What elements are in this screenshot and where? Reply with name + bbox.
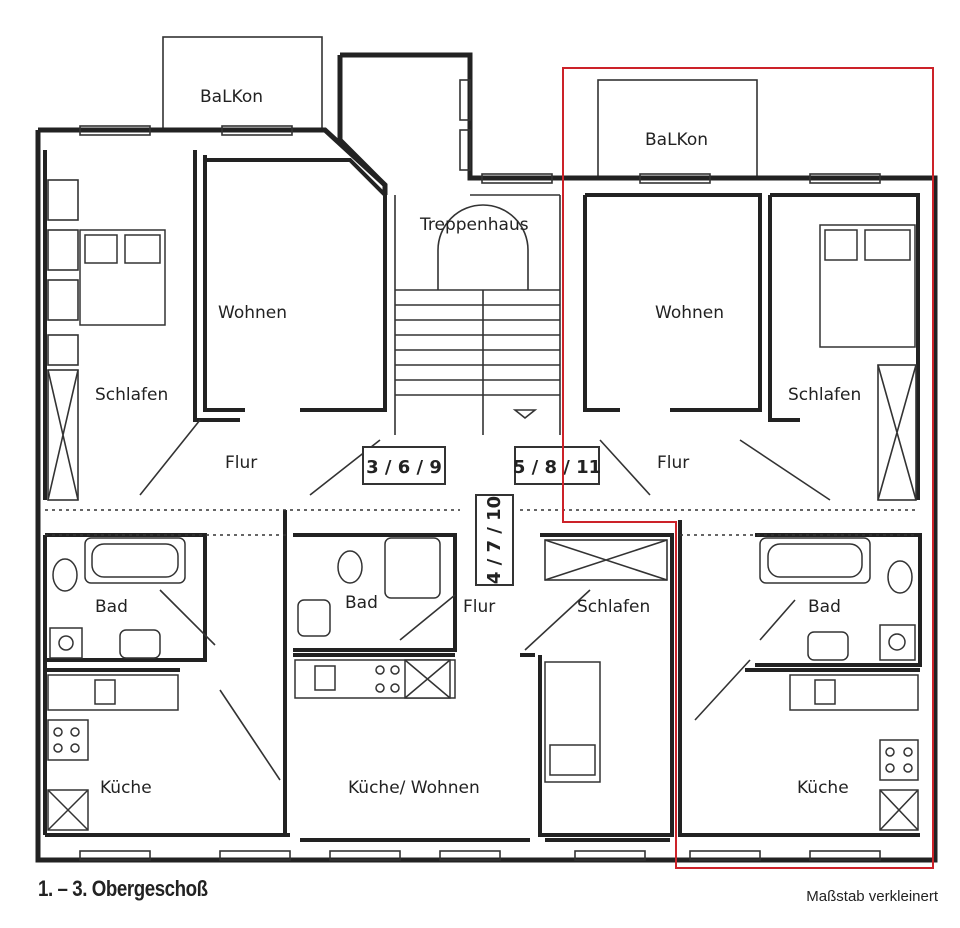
label-balkon-right: BaLKon xyxy=(645,130,708,150)
label-flur-right: Flur xyxy=(657,453,689,473)
scale-note: Maßstab verkleinert xyxy=(806,888,938,905)
label-schlafen-right: Schlafen xyxy=(788,385,861,405)
label-wohnen-left: Wohnen xyxy=(218,303,287,323)
svg-text:4 / 7 / 10: 4 / 7 / 10 xyxy=(484,496,505,584)
label-schlafen-middle: Schlafen xyxy=(577,597,650,617)
label-flur-middle: Flur xyxy=(463,597,495,617)
door-swings xyxy=(139,419,831,781)
label-treppenhaus: Treppenhaus xyxy=(419,215,529,235)
balcony-right xyxy=(597,79,758,179)
label-flur-left: Flur xyxy=(225,453,257,473)
apartment-number-right: 5 / 8 / 11 xyxy=(513,446,601,485)
apartment-number-left: 3 / 6 / 9 xyxy=(362,446,446,485)
label-bad-right: Bad xyxy=(808,597,841,617)
windows xyxy=(79,79,881,861)
label-balkon-left: BaLKon xyxy=(200,87,263,107)
label-wohnen-right: Wohnen xyxy=(655,303,724,323)
label-schlafen-left: Schlafen xyxy=(95,385,168,405)
label-bad-middle: Bad xyxy=(345,593,378,613)
outer-walls xyxy=(35,52,938,863)
balcony-left xyxy=(162,36,323,131)
bath-fixtures xyxy=(49,537,916,661)
room-labels: BaLKon BaLKon Treppenhaus Wohnen Wohnen … xyxy=(95,87,861,798)
staircase xyxy=(395,204,560,435)
svg-text:5 / 8 / 11: 5 / 8 / 11 xyxy=(513,457,601,478)
floor-title: 1. – 3. Obergeschoß xyxy=(38,876,208,901)
apartment-number-middle: 4 / 7 / 10 xyxy=(475,494,514,586)
label-kueche-wohnen: Küche/ Wohnen xyxy=(348,778,480,798)
kitchen-fixtures xyxy=(47,659,919,831)
wardrobes xyxy=(47,179,917,581)
ceiling-lines xyxy=(45,509,918,536)
beds xyxy=(79,224,916,783)
highlighted-apartment-outline xyxy=(562,67,934,869)
label-bad-left: Bad xyxy=(95,597,128,617)
label-kueche-left: Küche xyxy=(100,778,152,798)
label-kueche-right: Küche xyxy=(797,778,849,798)
svg-text:3 / 6 / 9: 3 / 6 / 9 xyxy=(366,457,442,478)
